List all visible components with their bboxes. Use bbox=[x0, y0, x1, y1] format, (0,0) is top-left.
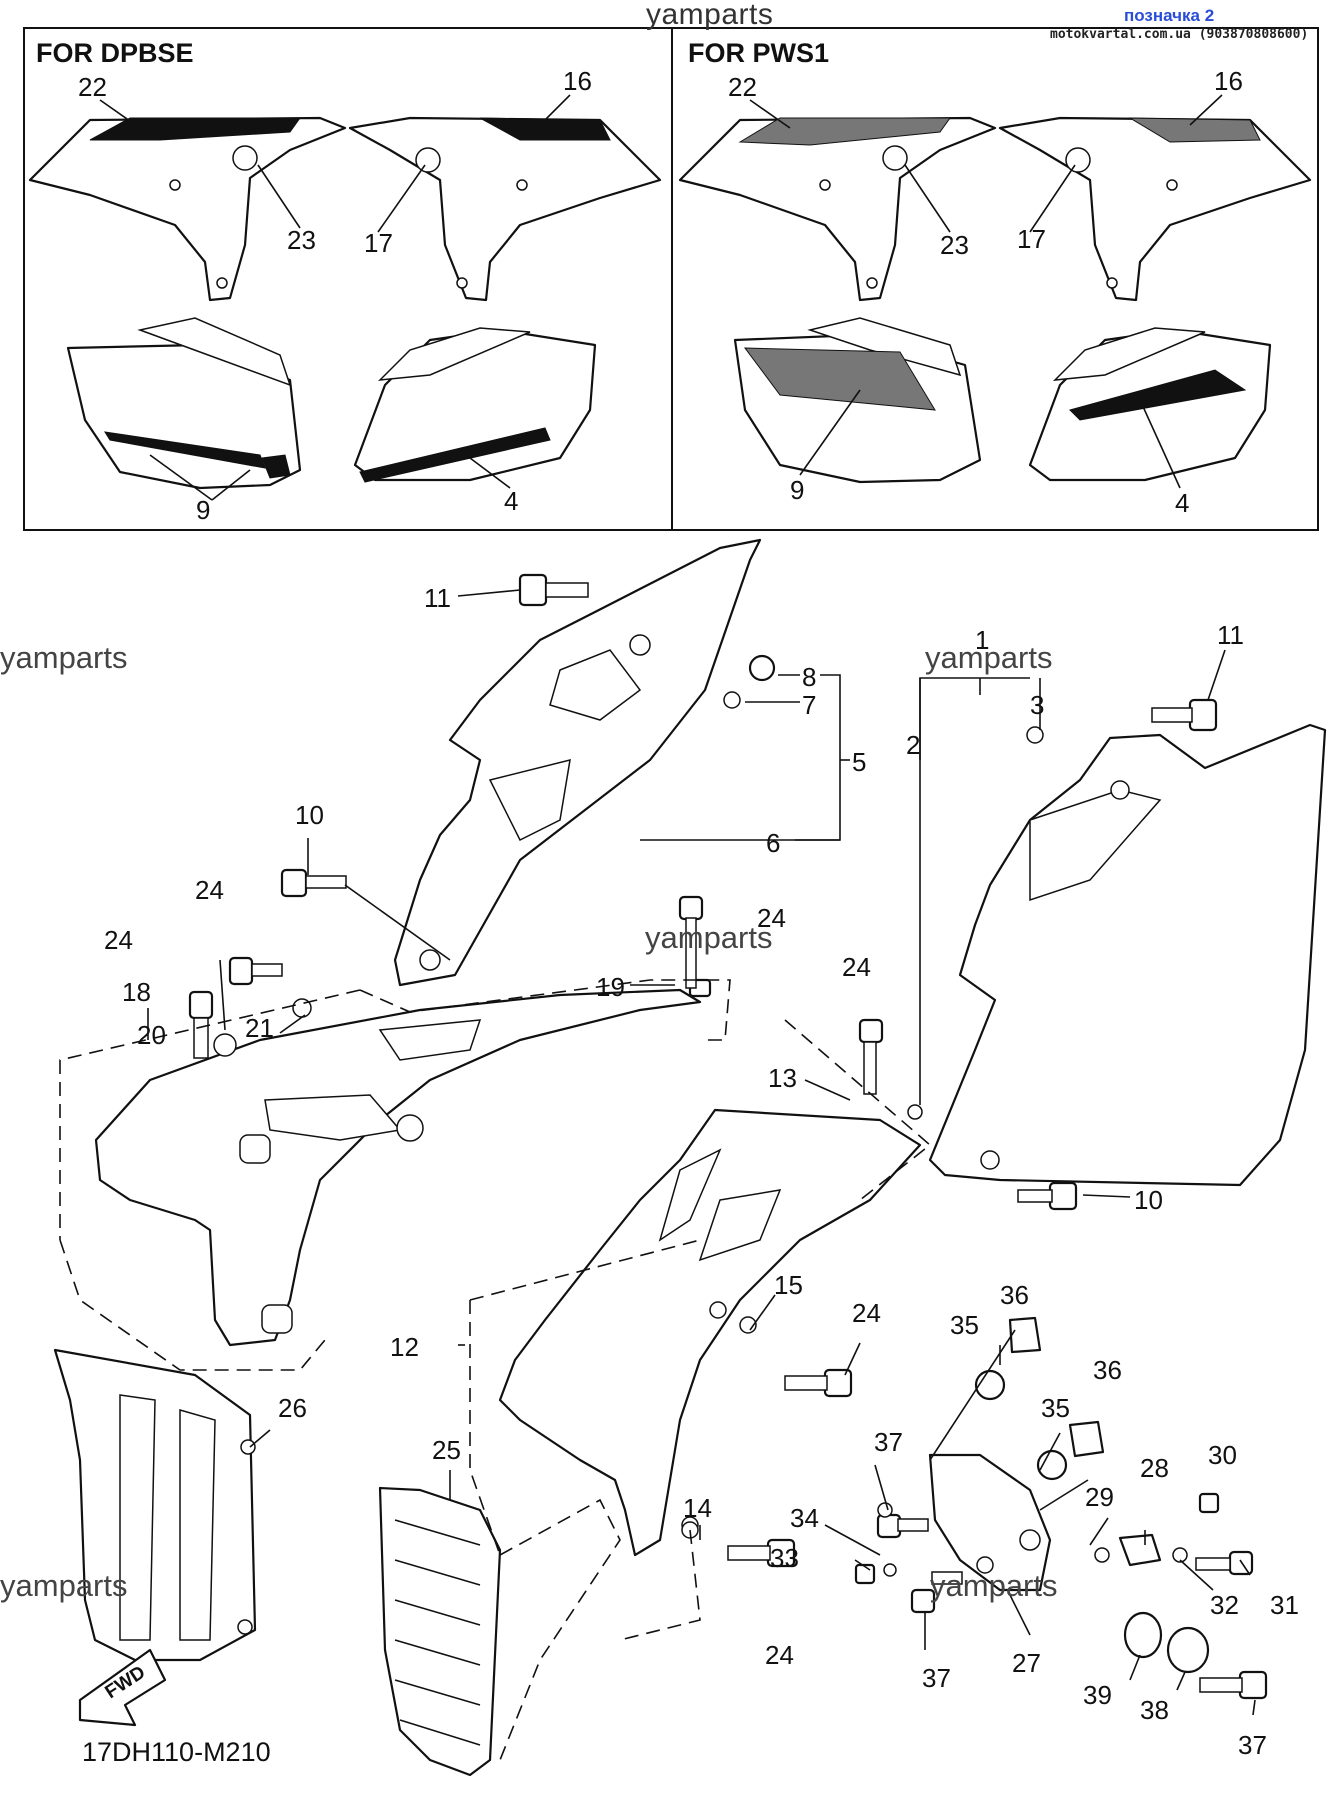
watermark: yamparts bbox=[645, 920, 773, 955]
callout-31: 31 bbox=[1270, 1590, 1299, 1620]
callout-24: 24 bbox=[757, 903, 786, 933]
bolts bbox=[188, 573, 1268, 1700]
inset-pws1-artwork bbox=[678, 116, 1312, 484]
callout-23: 23 bbox=[287, 225, 316, 255]
callout-24: 24 bbox=[842, 952, 871, 982]
callout-39: 39 bbox=[1083, 1680, 1112, 1710]
watermark: yamparts bbox=[925, 640, 1053, 675]
callout-22: 22 bbox=[78, 72, 107, 102]
callout-28: 28 bbox=[1140, 1453, 1169, 1483]
callout-37: 37 bbox=[874, 1427, 903, 1457]
callout-14: 14 bbox=[683, 1493, 712, 1523]
callout-24: 24 bbox=[104, 925, 133, 955]
callout-25: 25 bbox=[432, 1435, 461, 1465]
callout-6: 6 bbox=[766, 828, 781, 858]
callout-13: 13 bbox=[768, 1063, 797, 1093]
callout-17: 17 bbox=[1017, 224, 1046, 254]
callout-8: 8 bbox=[802, 662, 817, 692]
callout-9: 9 bbox=[196, 495, 211, 525]
callout-10: 10 bbox=[1134, 1185, 1163, 1215]
callout-2: 2 bbox=[906, 730, 921, 760]
callout-19: 19 bbox=[596, 972, 625, 1002]
callout-18: 18 bbox=[122, 977, 151, 1007]
callout-20: 20 bbox=[137, 1020, 166, 1050]
callout-27: 27 bbox=[1012, 1648, 1041, 1678]
callout-24: 24 bbox=[765, 1640, 794, 1670]
callout-3: 3 bbox=[1030, 690, 1045, 720]
main-leader-lines bbox=[147, 589, 1256, 1716]
watermark: yamparts bbox=[0, 1568, 128, 1603]
callout-24: 24 bbox=[195, 875, 224, 905]
callout-37: 37 bbox=[1238, 1730, 1267, 1760]
watermark: yamparts bbox=[0, 640, 128, 675]
callout-16: 16 bbox=[1214, 66, 1243, 96]
callout-29: 29 bbox=[1085, 1482, 1114, 1512]
callout-26: 26 bbox=[278, 1393, 307, 1423]
callout-38: 38 bbox=[1140, 1695, 1169, 1725]
inset-title-pws1: FOR PWS1 bbox=[688, 38, 830, 68]
callout-32: 32 bbox=[1210, 1590, 1239, 1620]
callout-36: 36 bbox=[1093, 1355, 1122, 1385]
callout-5: 5 bbox=[852, 747, 867, 777]
callout-9: 9 bbox=[790, 475, 805, 505]
dashed-assembly-outlines bbox=[59, 979, 932, 1761]
inset-dpbse-artwork bbox=[28, 116, 662, 490]
callout-36: 36 bbox=[1000, 1280, 1029, 1310]
callout-37: 37 bbox=[922, 1663, 951, 1693]
callout-22: 22 bbox=[728, 72, 757, 102]
fwd-arrow-shape bbox=[78, 1648, 167, 1727]
callout-4: 4 bbox=[1175, 488, 1190, 518]
callout-16: 16 bbox=[563, 66, 592, 96]
callout-11: 11 bbox=[1217, 620, 1244, 650]
callout-4: 4 bbox=[504, 486, 519, 516]
part-mark-link[interactable]: позначка 2 bbox=[1124, 6, 1215, 25]
callout-15: 15 bbox=[774, 1270, 803, 1300]
callout-17: 17 bbox=[364, 228, 393, 258]
callout-11: 11 bbox=[424, 583, 451, 613]
callout-1: 1 bbox=[975, 625, 990, 655]
callout-7: 7 bbox=[802, 690, 817, 720]
callout-35: 35 bbox=[950, 1310, 979, 1340]
callout-10: 10 bbox=[295, 800, 324, 830]
callout-33: 33 bbox=[770, 1543, 799, 1573]
inset-leader-lines bbox=[99, 94, 1223, 501]
callout-24: 24 bbox=[852, 1298, 881, 1328]
callout-21: 21 bbox=[245, 1013, 274, 1043]
callout-12: 12 bbox=[390, 1332, 419, 1362]
grommets-washers bbox=[213, 654, 1210, 1674]
source-label: motokvartal.com.ua (903870808600) bbox=[1050, 27, 1309, 42]
inset-title-dpbse: FOR DPBSE bbox=[36, 38, 194, 68]
callout-35: 35 bbox=[1041, 1393, 1070, 1423]
watermark: yamparts bbox=[930, 1568, 1058, 1603]
diagram-code: 17DH110-M210 bbox=[82, 1737, 271, 1767]
main-parts-artwork bbox=[53, 538, 1327, 1777]
callout-30: 30 bbox=[1208, 1440, 1237, 1470]
callout-23: 23 bbox=[940, 230, 969, 260]
callout-34: 34 bbox=[790, 1503, 819, 1533]
header-watermark: yamparts bbox=[646, 0, 774, 31]
